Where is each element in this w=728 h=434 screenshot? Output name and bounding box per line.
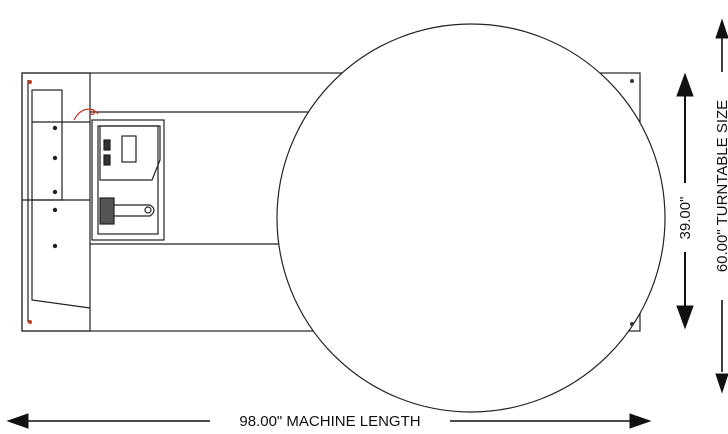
mounting-holes [28, 79, 634, 326]
dimension-turntable-size: 60.00" TURNTABLE SIZE [714, 18, 728, 394]
end-module-dot-4 [52, 207, 58, 213]
mounting-hole-bottom-left [28, 320, 32, 324]
control-hook-pin [88, 108, 96, 116]
dim-length-arrow-left [6, 413, 29, 429]
end-module-outer [21, 72, 91, 332]
dim-width-arrow-bottom [676, 305, 694, 330]
mounting-hole-top-right [630, 79, 634, 83]
dimension-machine-length: 98.00" MACHINE LENGTH [6, 413, 652, 430]
mounting-hole-bottom-right [630, 322, 634, 326]
dim-turntable-label: 60.00" TURNTABLE SIZE [714, 100, 728, 272]
control-station [73, 108, 165, 241]
control-switch-1 [103, 139, 111, 151]
control-station-housing [91, 119, 165, 241]
dim-length-label: 98.00" MACHINE LENGTH [239, 413, 420, 430]
dim-length-arrow-right [629, 413, 652, 429]
dim-width-label: 39.00" [677, 197, 694, 240]
end-module-dot-1 [52, 125, 58, 131]
control-knob-block [121, 135, 137, 163]
control-switch-2 [103, 154, 111, 166]
dimension-machine-width: 39.00" [676, 72, 694, 330]
control-panel-upper [99, 125, 161, 181]
control-hook [73, 108, 99, 121]
mounting-hole-top-left [28, 80, 32, 84]
control-clamp-pivot [144, 206, 152, 214]
turntable [276, 23, 666, 413]
end-module-skirt [31, 200, 91, 309]
end-module-dot-2 [52, 155, 58, 161]
end-module-dot-3 [52, 189, 58, 195]
dim-width-arrow-top [676, 72, 694, 97]
dim-turntable-arrow-bottom [715, 373, 728, 394]
end-module [21, 72, 91, 332]
end-module-dot-5 [52, 243, 58, 249]
control-clamp-block [99, 197, 115, 225]
end-module-panel-upper [31, 89, 63, 201]
dim-turntable-arrow-top [715, 18, 728, 39]
control-clamp-arm [114, 204, 155, 217]
